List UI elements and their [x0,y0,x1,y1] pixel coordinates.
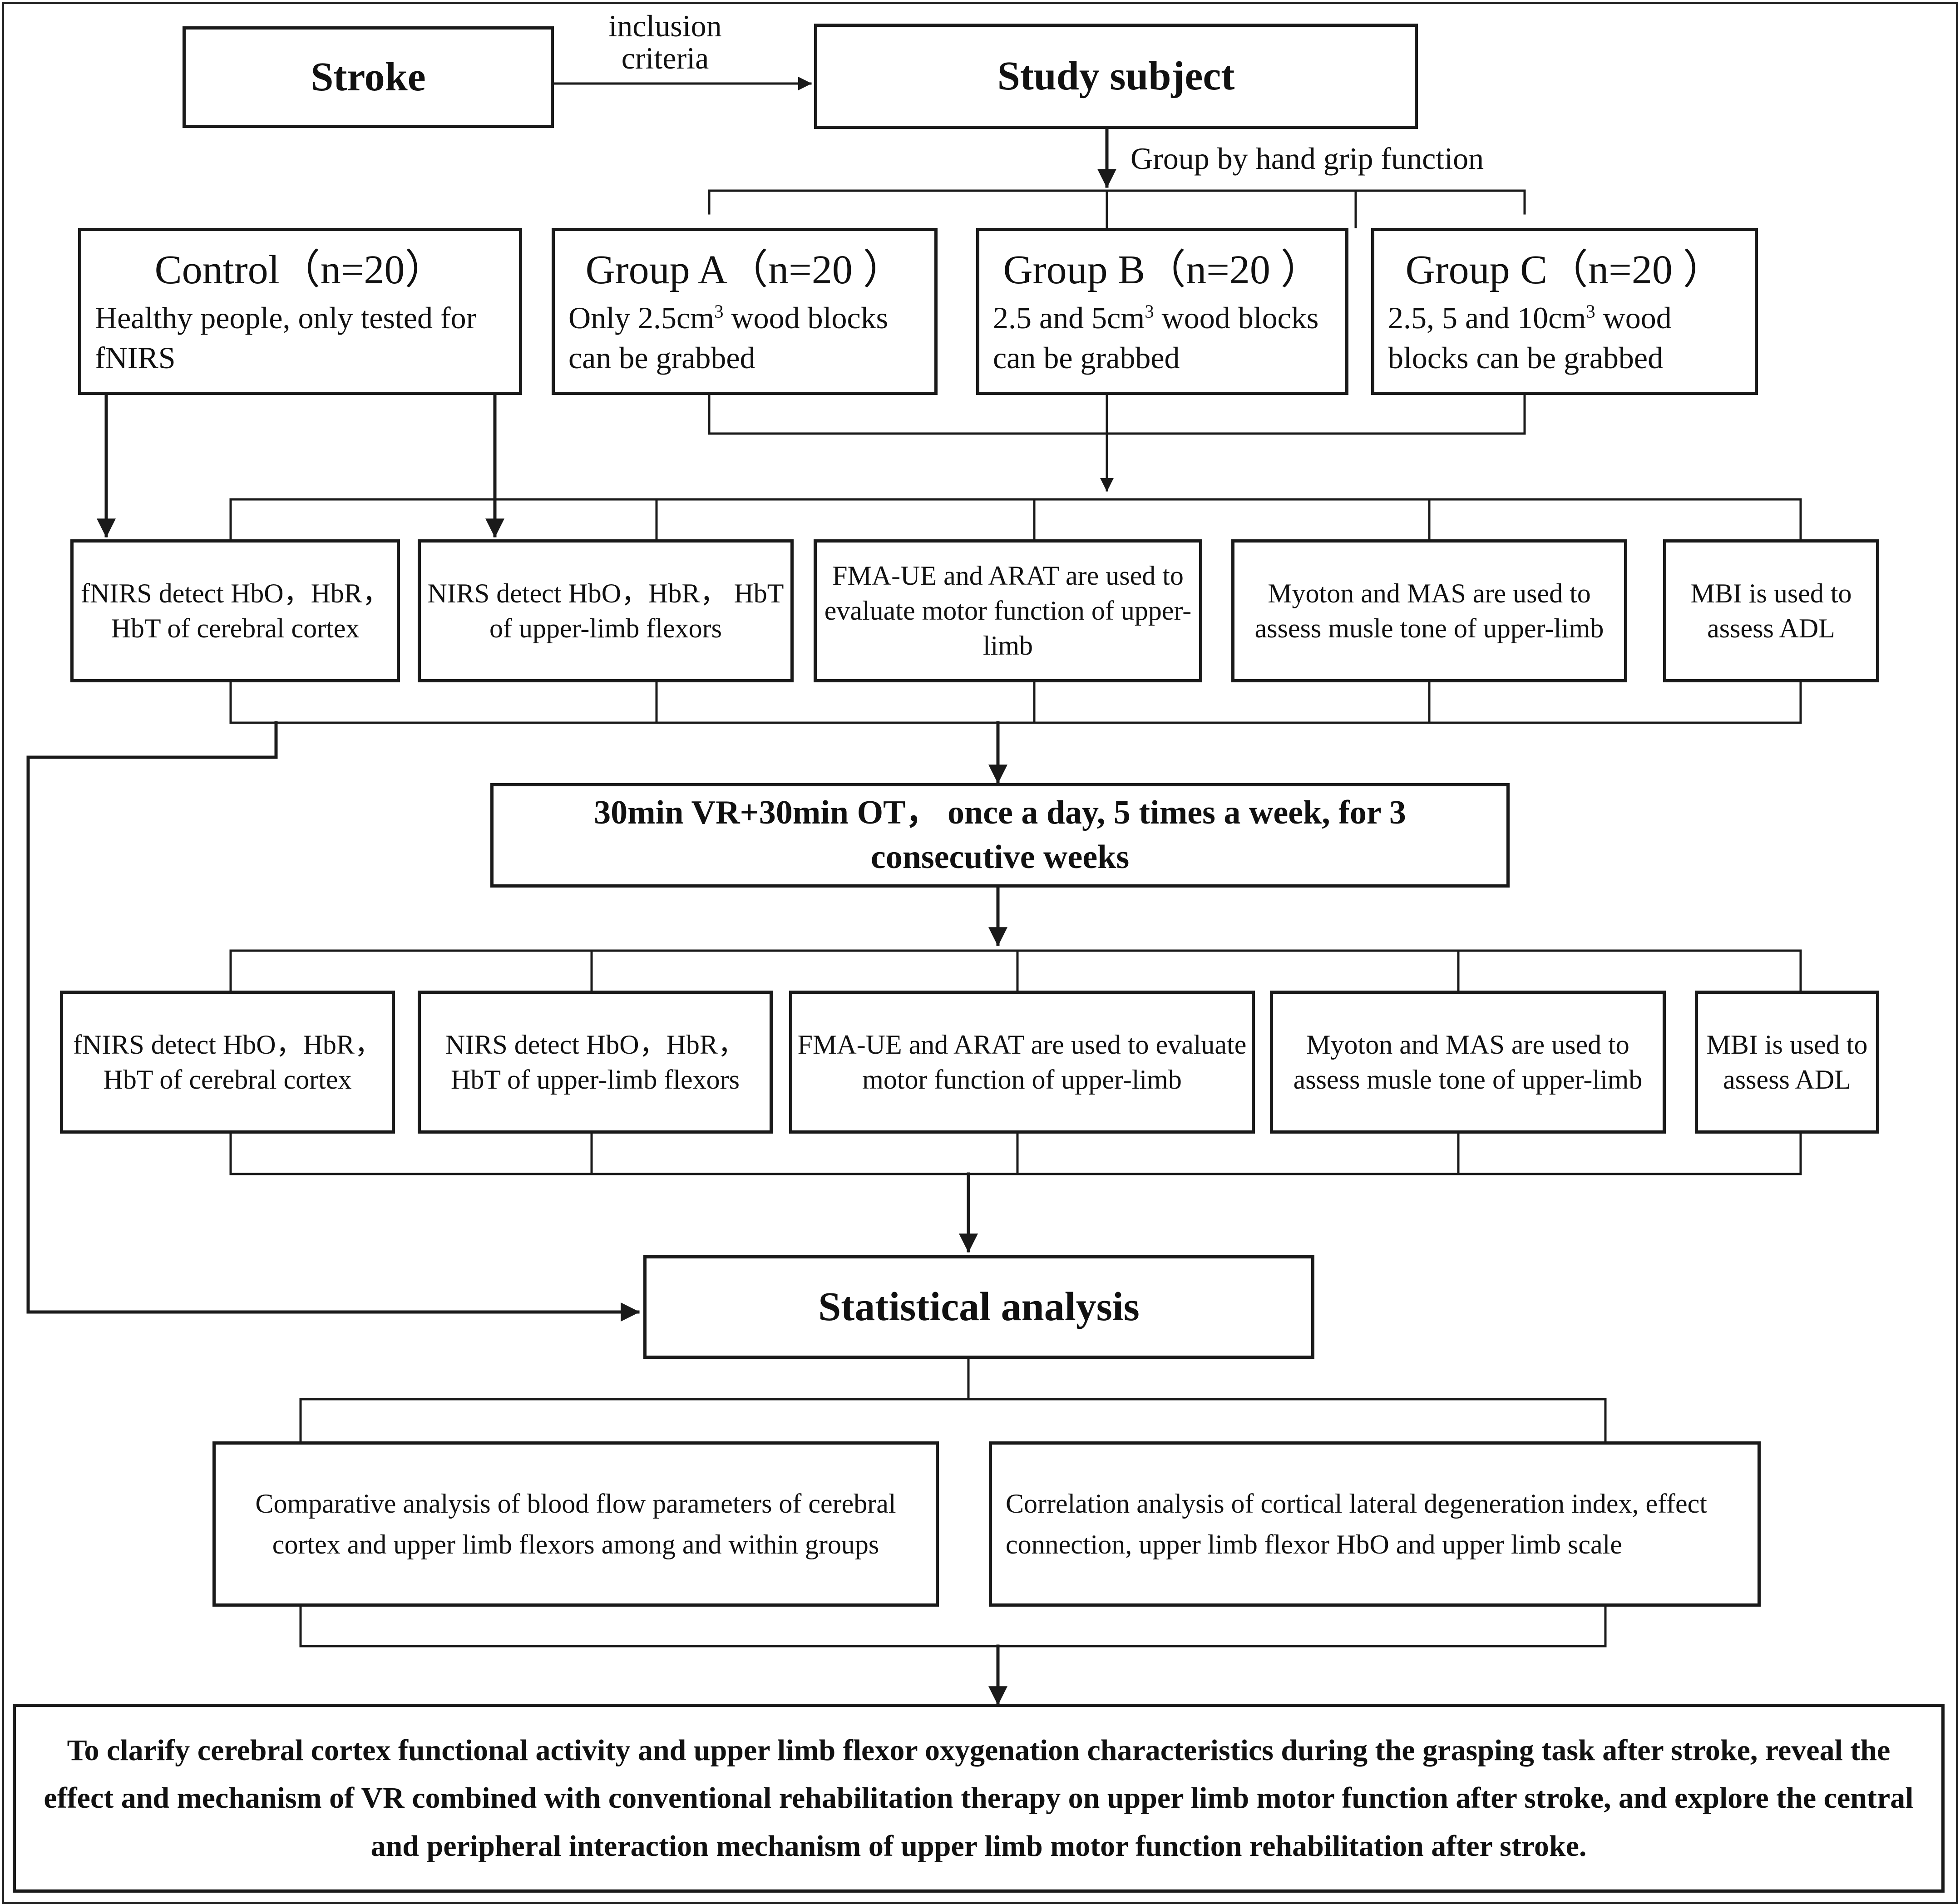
post-motor-function-box: FMA-UE and ARAT are used to evaluate mot… [789,991,1255,1134]
stroke-label: Stroke [311,54,426,100]
group-a-box: Group A（n=20 ） Only 2.5cm3 wood blocks c… [552,228,938,395]
group-a-title: Group A（n=20 ） [585,247,904,292]
group-b-title: Group B（n=20 ） [1003,247,1322,292]
outcome-text: To clarify cerebral cortex functional ac… [44,1733,1914,1863]
control-description: Healthy people, only tested for fNIRS [95,300,477,375]
control-title: Control（n=20） [154,247,446,292]
grouping-label: Group by hand grip function [1131,141,1484,176]
group-c-title: Group C（n=20 ） [1405,247,1724,292]
comparative-analysis-box: Comparative analysis of blood flow param… [212,1441,939,1607]
pre-motor-function-box: FMA-UE and ARAT are used to evaluate mot… [814,539,1202,682]
outcome-box: To clarify cerebral cortex functional ac… [13,1704,1945,1893]
intervention-box: 30min VR+30min OT， once a day, 5 times a… [490,783,1510,888]
group-b-description: 2.5 and 5cm3 wood blocks can be grabbed [993,300,1319,375]
post-muscle-tone-box: Myoton and MAS are used to assess musle … [1270,991,1666,1134]
post-nirs-flexors-box: NIRS detect HbO，HbR， HbT of upper-limb f… [418,991,773,1134]
statistical-analysis-label: Statistical analysis [818,1284,1140,1330]
group-a-description: Only 2.5cm3 wood blocks can be grabbed [568,300,889,375]
study-subject-label: Study subject [997,54,1235,99]
stroke-box: Stroke [183,26,554,128]
correlation-analysis-box: Correlation analysis of cortical lateral… [989,1441,1761,1607]
group-c-box: Group C（n=20 ） 2.5, 5 and 10cm3 wood blo… [1371,228,1758,395]
pre-fnirs-cortex-box: fNIRS detect HbO，HbR， HbT of cerebral co… [70,539,400,682]
group-b-box: Group B（n=20 ） 2.5 and 5cm3 wood blocks … [976,228,1348,395]
statistical-analysis-box: Statistical analysis [643,1255,1314,1359]
group-c-description: 2.5, 5 and 10cm3 wood blocks can be grab… [1388,300,1672,375]
control-group-box: Control（n=20） Healthy people, only teste… [78,228,522,395]
post-fnirs-cortex-box: fNIRS detect HbO，HbR， HbT of cerebral co… [60,991,395,1134]
pre-muscle-tone-box: Myoton and MAS are used to assess musle … [1231,539,1627,682]
intervention-text: 30min VR+30min OT， once a day, 5 times a… [594,794,1406,876]
post-adl-box: MBI is used to assess ADL [1695,991,1879,1134]
pre-adl-box: MBI is used to assess ADL [1663,539,1879,682]
study-subject-box: Study subject [814,24,1418,129]
pre-nirs-flexors-box: NIRS detect HbO，HbR， HbT of upper-limb f… [418,539,794,682]
inclusion-criteria-label: inclusion criteria [608,9,722,76]
